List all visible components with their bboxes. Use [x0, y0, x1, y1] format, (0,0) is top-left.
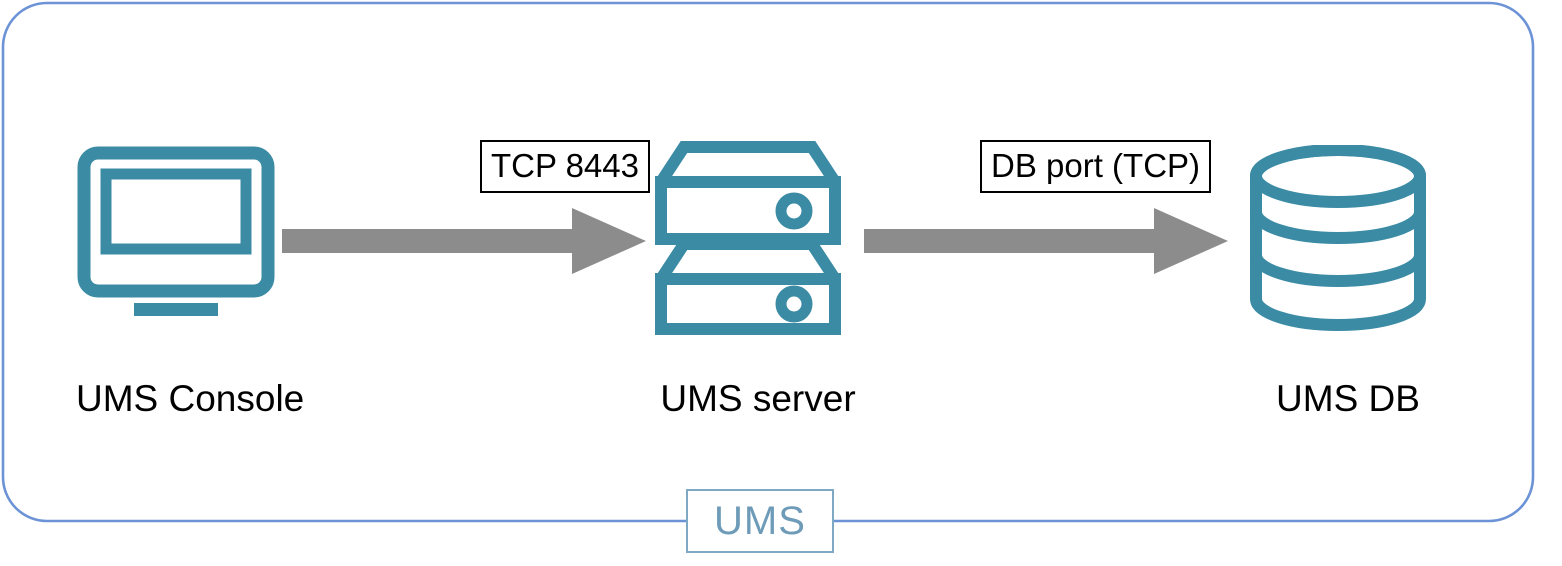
connection-label-tcp-8443: TCP 8443 [480, 140, 650, 193]
monitor-icon [77, 146, 275, 316]
monitor-bezel [77, 146, 275, 298]
connection-label-db-port: DB port (TCP) [980, 140, 1212, 193]
arrow-server-to-db [864, 208, 1228, 274]
db-top-rim [1250, 145, 1426, 208]
server-lid-bottom [655, 238, 841, 283]
server-stack-icon [655, 141, 841, 335]
arrow-shape [864, 208, 1228, 274]
server-body-bottom [655, 273, 841, 335]
node-label-ums-server: UMS server [660, 378, 856, 419]
server-unit-top [655, 141, 841, 245]
server-unit-bottom [655, 238, 841, 335]
ums-boundary-badge: UMS [686, 489, 834, 553]
node-ums-server: UMS server [648, 140, 868, 435]
server-lid-top [655, 141, 841, 186]
db-divider-1 [1250, 211, 1426, 244]
arrow-console-to-server [282, 208, 646, 274]
arrow-shape [282, 208, 646, 274]
database-icon [1250, 145, 1426, 331]
boundary-outline [1, 1, 1535, 523]
node-ums-console: UMS Console [76, 145, 305, 435]
ums-boundary-badge-label: UMS [714, 499, 806, 543]
node-label-ums-console: UMS Console [76, 378, 305, 419]
monitor-stand [134, 303, 218, 316]
db-divider-2 [1250, 254, 1426, 287]
monitor-screen [100, 168, 252, 255]
node-label-ums-db: UMS DB [1276, 378, 1420, 419]
node-ums-db: UMS DB [1238, 145, 1458, 435]
server-led-top [775, 192, 813, 230]
server-led-bottom [775, 285, 813, 323]
